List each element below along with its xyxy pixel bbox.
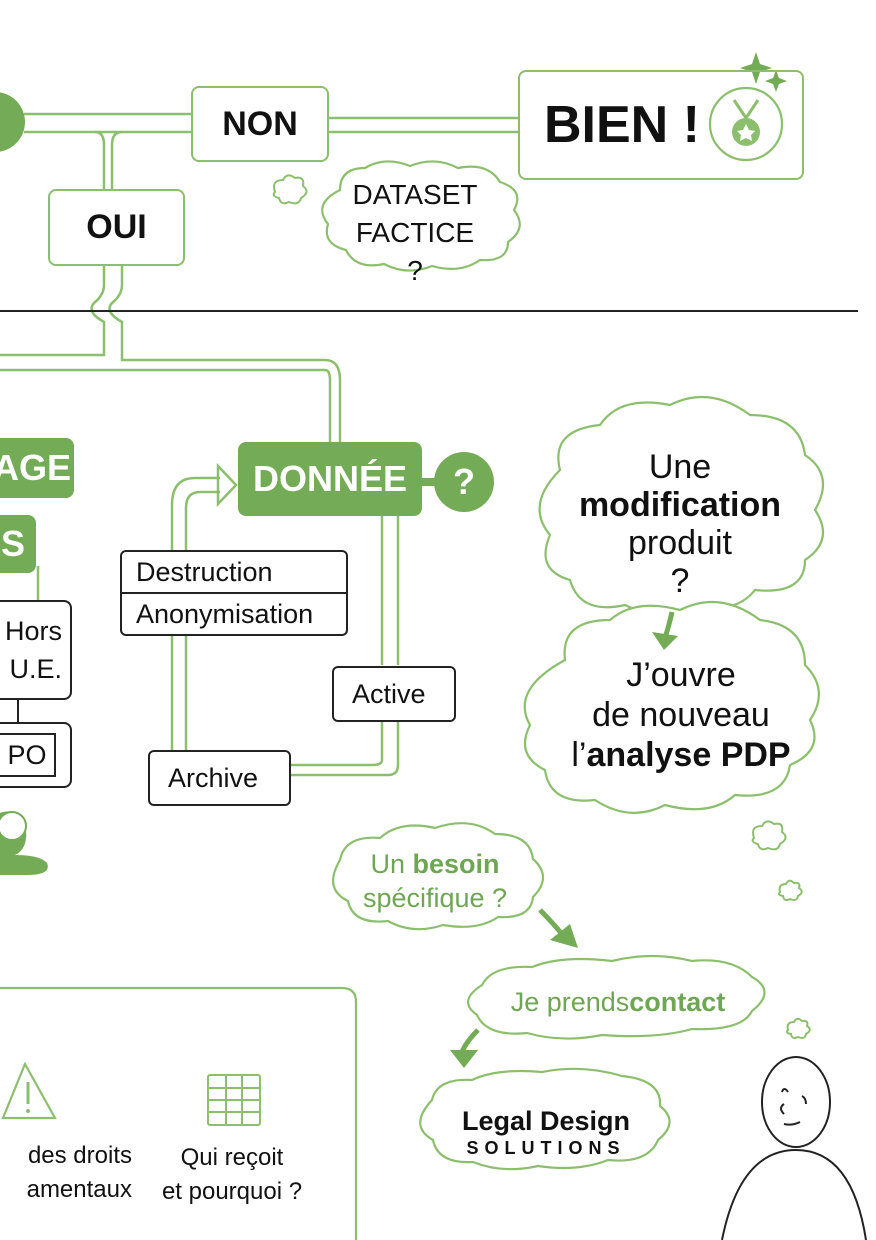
modif-line-2: modification (578, 486, 782, 524)
sparkle-icon (740, 52, 787, 92)
besoin-line-1: Un besoin (370, 847, 499, 881)
legal-line-2: SOLUTIONS (466, 1138, 626, 1158)
besoin-text: Un besoin spécifique ? (340, 844, 530, 918)
modif-line-1: Une (648, 448, 712, 486)
dataset-cloud (321, 160, 521, 272)
hors-ue-box: Hors U.E. (0, 600, 72, 700)
ouvre-line-2: de nouveau (592, 696, 770, 734)
archive-label: Archive (168, 762, 259, 793)
top-connectors (0, 112, 519, 442)
dpo-label: PO (7, 739, 47, 770)
hors-line-1: Hors (4, 616, 62, 646)
modif-line-3: produit (628, 524, 732, 562)
modification-text: Une modification produit ? (560, 444, 800, 604)
dataset-line-2: FACTICE ? (355, 217, 475, 286)
start-node (0, 92, 25, 152)
donnee-tag: DONNÉE (238, 442, 422, 516)
partial-tag-s: S (0, 515, 36, 573)
recoit-text: Qui reçoit et pourquoi ? (150, 1140, 314, 1210)
bien-label: BIEN ! (544, 96, 700, 154)
analyse-text: J’ouvre de nouveau l’analyse PDP (552, 654, 810, 776)
lifecycle-connectors (170, 462, 400, 777)
destruction-box: Destruction (120, 550, 348, 594)
donnee-help-button[interactable]: ? (434, 452, 494, 512)
besoin-bold: besoin (412, 849, 500, 879)
warning-icon (1, 1061, 57, 1120)
besoin-cloud (332, 822, 545, 931)
recoit-line-1: Qui reçoit (180, 1144, 284, 1171)
oui-label: OUI (86, 208, 147, 246)
person-figure (721, 1056, 867, 1240)
contact-text[interactable]: Je prends contact (478, 982, 758, 1022)
destruction-label: Destruction (136, 556, 273, 587)
ouvre-line-3: l’analyse PDP (571, 735, 790, 775)
modification-cloud (538, 395, 825, 616)
ouvre-line-1: J’ouvre (626, 656, 736, 694)
contact-cloud (467, 954, 766, 1040)
donnee-help-label: ? (453, 461, 475, 502)
non-box: NON (191, 86, 329, 162)
legal-line-1: Legal Design (461, 1106, 631, 1136)
contact-pre: Je prends (510, 986, 630, 1017)
dataset-question: DATASET FACTICE ? (345, 179, 485, 286)
besoin-line-2: spécifique ? (362, 883, 508, 913)
rights-panel (0, 986, 358, 1240)
besoin-pre: Un (370, 849, 413, 879)
donnee-label: DONNÉE (252, 458, 408, 499)
hors-line-2: U.E. (9, 654, 62, 684)
oui-box: OUI (48, 189, 185, 266)
legal-design-logo[interactable]: Legal Design SOLUTIONS (436, 1102, 656, 1164)
ledger-icon (207, 1074, 261, 1126)
modif-line-4: ? (670, 562, 690, 600)
medal-icon (708, 86, 784, 162)
dataset-line-1: DATASET (352, 179, 478, 210)
archive-box: Archive (148, 750, 291, 806)
partial-tag-age: AGE (0, 438, 74, 498)
anonymisation-label: Anonymisation (136, 598, 314, 629)
droits-line-2: amentaux (26, 1176, 132, 1203)
contact-bold: contact (629, 986, 726, 1017)
active-box: Active (332, 666, 456, 722)
active-label: Active (352, 678, 426, 709)
ouvre-line-3-bold: analyse PDP (586, 736, 791, 774)
analyse-cloud (523, 600, 820, 814)
droits-text: des droits amentaux (0, 1138, 132, 1208)
dpo-box-outer: PO (0, 722, 72, 788)
non-label: NON (222, 104, 298, 143)
droits-line-1: des droits (27, 1142, 132, 1169)
partial-tag-s-label: S (0, 523, 25, 564)
bien-box: BIEN ! (518, 70, 804, 180)
anonymisation-box: Anonymisation (120, 592, 348, 636)
legal-cloud (419, 1067, 671, 1171)
partial-tag-age-label: AGE (0, 447, 71, 488)
small-clouds (272, 174, 811, 1039)
ouvre-line-3-pre: l’ (571, 736, 587, 774)
dpo-box-inner: PO (0, 733, 56, 777)
recoit-line-2: et pourquoi ? (161, 1178, 303, 1205)
